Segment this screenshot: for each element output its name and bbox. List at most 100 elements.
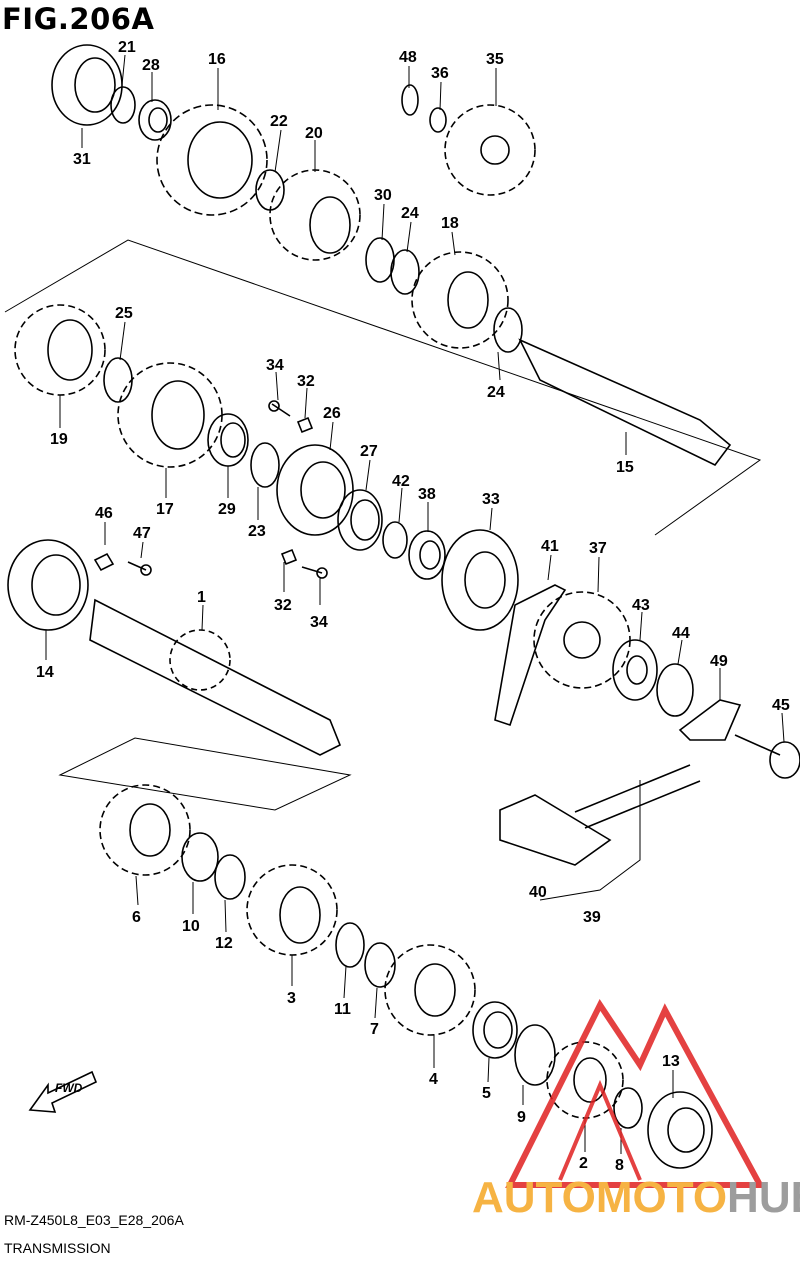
washer-10 — [181, 832, 219, 882]
watermark-auto: AUTO — [472, 1173, 596, 1222]
label-48: 48 — [399, 49, 417, 66]
chain-joint-40 — [499, 794, 612, 866]
label-33: 33 — [482, 491, 500, 508]
plate-32-lower — [280, 548, 298, 566]
lower-shaft-frame — [58, 737, 352, 811]
countershaft-15 — [518, 338, 732, 467]
label-36: 36 — [431, 65, 449, 82]
washer-44 — [656, 663, 694, 717]
bearing-13 — [647, 1091, 713, 1169]
washer-23 — [250, 442, 280, 488]
label-17: 17 — [156, 501, 174, 518]
screw-34-lower — [301, 566, 328, 579]
washer-9 — [514, 1024, 556, 1086]
gear-3 — [246, 864, 338, 956]
circlip-11 — [335, 922, 365, 968]
label-2: 2 — [579, 1155, 588, 1172]
label-30: 30 — [374, 187, 392, 204]
label-15: 15 — [616, 459, 634, 476]
label-28: 28 — [142, 57, 160, 74]
label-35: 35 — [486, 51, 504, 68]
label-21: 21 — [118, 39, 136, 56]
model-code: RM-Z450L8_E03_E28_206A — [4, 1212, 184, 1228]
bearing-14 — [7, 539, 89, 631]
chain-39 — [574, 764, 701, 829]
label-9: 9 — [517, 1109, 526, 1126]
driveshaft-1 — [89, 598, 342, 756]
fwd-label: FWD — [55, 1081, 83, 1095]
sprocket-37 — [533, 591, 631, 689]
washer-36 — [429, 107, 447, 133]
circlip-12 — [214, 854, 246, 900]
label-13: 13 — [662, 1053, 680, 1070]
label-27: 27 — [360, 443, 378, 460]
gear-2 — [546, 1041, 624, 1119]
label-38: 38 — [418, 486, 436, 503]
washer-22 — [255, 169, 285, 211]
o-ring-42 — [382, 521, 408, 559]
label-22: 22 — [270, 113, 288, 130]
label-24b: 24 — [487, 384, 505, 401]
screw-34-upper — [268, 400, 291, 417]
svg-text:AUTOMOTOHUB: AUTOMOTOHUB — [472, 1173, 800, 1222]
label-46: 46 — [95, 505, 113, 522]
label-19: 19 — [50, 431, 68, 448]
label-43: 43 — [632, 597, 650, 614]
gear-35 — [444, 104, 536, 196]
label-20: 20 — [305, 125, 323, 142]
spacer-38 — [408, 530, 446, 580]
label-26: 26 — [323, 405, 341, 422]
label-40: 40 — [529, 884, 547, 901]
automotohub-watermark: AUTOMOTOHUB — [472, 999, 800, 1222]
oil-seal-27 — [337, 489, 383, 551]
gear-16 — [156, 104, 268, 216]
label-39: 39 — [583, 909, 601, 926]
section-name: TRANSMISSION — [4, 1240, 111, 1256]
label-11: 11 — [334, 1001, 351, 1018]
fwd-arrow-icon: FWD — [28, 1070, 98, 1113]
washer-8 — [613, 1087, 643, 1129]
label-25: 25 — [115, 305, 133, 322]
label-32a: 32 — [297, 373, 315, 390]
label-18: 18 — [441, 215, 459, 232]
label-34a: 34 — [266, 357, 284, 374]
washer-24-lower — [493, 307, 523, 353]
bracket-41 — [494, 584, 567, 727]
label-8: 8 — [615, 1157, 624, 1174]
washer-43 — [612, 639, 658, 701]
label-49: 49 — [710, 653, 728, 670]
leader-lines — [45, 54, 785, 1154]
label-44: 44 — [672, 625, 690, 642]
label-6: 6 — [132, 909, 141, 926]
label-29: 29 — [218, 501, 236, 518]
upper-shaft-frame — [4, 239, 762, 536]
label-16: 16 — [208, 51, 226, 68]
gear-19 — [14, 304, 106, 396]
figure-title: FIG.206A — [2, 2, 155, 36]
plate-46 — [93, 552, 115, 572]
label-45: 45 — [772, 697, 790, 714]
screw-47 — [127, 561, 152, 576]
driveshaft-gear — [169, 629, 231, 691]
label-14: 14 — [36, 664, 54, 681]
label-4: 4 — [429, 1071, 438, 1088]
gear-17 — [117, 362, 223, 468]
part-labels: 21 28 16 31 22 20 48 36 35 30 24 18 25 1… — [36, 39, 790, 1174]
bearing-5 — [472, 1001, 518, 1059]
label-41: 41 — [541, 538, 559, 555]
bearing-26 — [276, 444, 354, 536]
label-3: 3 — [287, 990, 296, 1007]
label-47: 47 — [133, 525, 151, 542]
circlip-30 — [365, 237, 395, 283]
sprocket-guard-33 — [441, 529, 519, 631]
washer-7 — [364, 942, 396, 988]
label-23: 23 — [248, 523, 266, 540]
washer-25 — [103, 357, 133, 403]
label-34b: 34 — [310, 614, 328, 631]
label-1: 1 — [197, 589, 206, 606]
gear-18 — [411, 251, 509, 349]
label-24a: 24 — [401, 205, 419, 222]
label-10: 10 — [182, 918, 200, 935]
